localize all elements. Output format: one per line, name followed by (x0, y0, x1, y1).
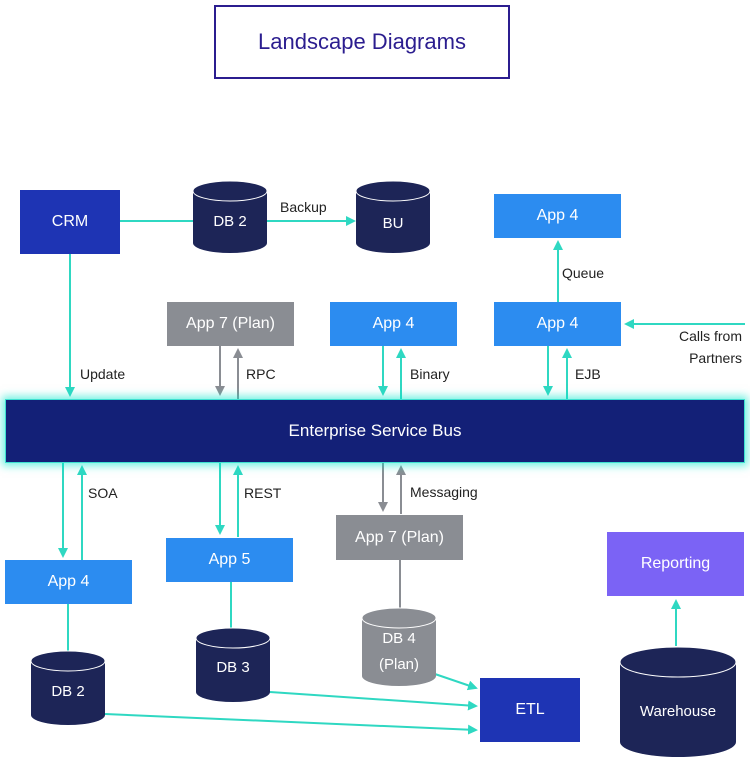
bu-cylinder (355, 180, 431, 253)
rest-label: REST (244, 485, 282, 501)
app4-top-right-box: App 4 (494, 194, 621, 238)
binary-label: Binary (410, 366, 450, 382)
diagram-title: Landscape Diagrams (214, 5, 510, 79)
edge-db4-etl (431, 672, 478, 691)
messaging-label: Messaging (410, 484, 478, 500)
reporting-box: Reporting (607, 532, 744, 596)
calls-from-label: Calls from (678, 328, 742, 344)
db2-bottom-cylinder (30, 650, 106, 725)
rpc-label: RPC (246, 366, 276, 382)
db2-top-cylinder (192, 180, 268, 253)
app4-right-box: App 4 (494, 302, 621, 346)
enterprise-service-bus: Enterprise Service Bus (5, 399, 745, 463)
app4-bottom-left-box: App 4 (5, 560, 132, 604)
db4-plan-label-line2: (Plan) (378, 656, 419, 673)
ejb-label: EJB (575, 366, 601, 382)
backup-label: Backup (280, 199, 327, 215)
db3-label: DB 3 (216, 658, 250, 676)
db3-cylinder (195, 627, 271, 702)
db2-bottom-label: DB 2 (51, 682, 85, 700)
app7-plan-bottom-box: App 7 (Plan) (336, 515, 463, 560)
edge-db2-etl (104, 713, 478, 735)
update-label: Update (80, 366, 126, 382)
crm-box: CRM (20, 190, 120, 254)
db4-plan-cylinder (361, 607, 437, 686)
etl-box: ETL (480, 678, 580, 742)
db4-plan-label-line1: DB 4 (382, 630, 416, 647)
db2-top-label: DB 2 (213, 212, 247, 230)
soa-label: SOA (88, 485, 118, 501)
warehouse-label: Warehouse (639, 702, 717, 720)
bu-label: BU (382, 214, 404, 232)
warehouse-cylinder (619, 646, 737, 757)
partners-label: Partners (689, 350, 742, 366)
app5-box: App 5 (166, 538, 293, 582)
edge-db3-etl (269, 691, 478, 711)
queue-label: Queue (562, 265, 605, 281)
app7-plan-top-box: App 7 (Plan) (167, 302, 294, 346)
app4-mid-box: App 4 (330, 302, 457, 346)
